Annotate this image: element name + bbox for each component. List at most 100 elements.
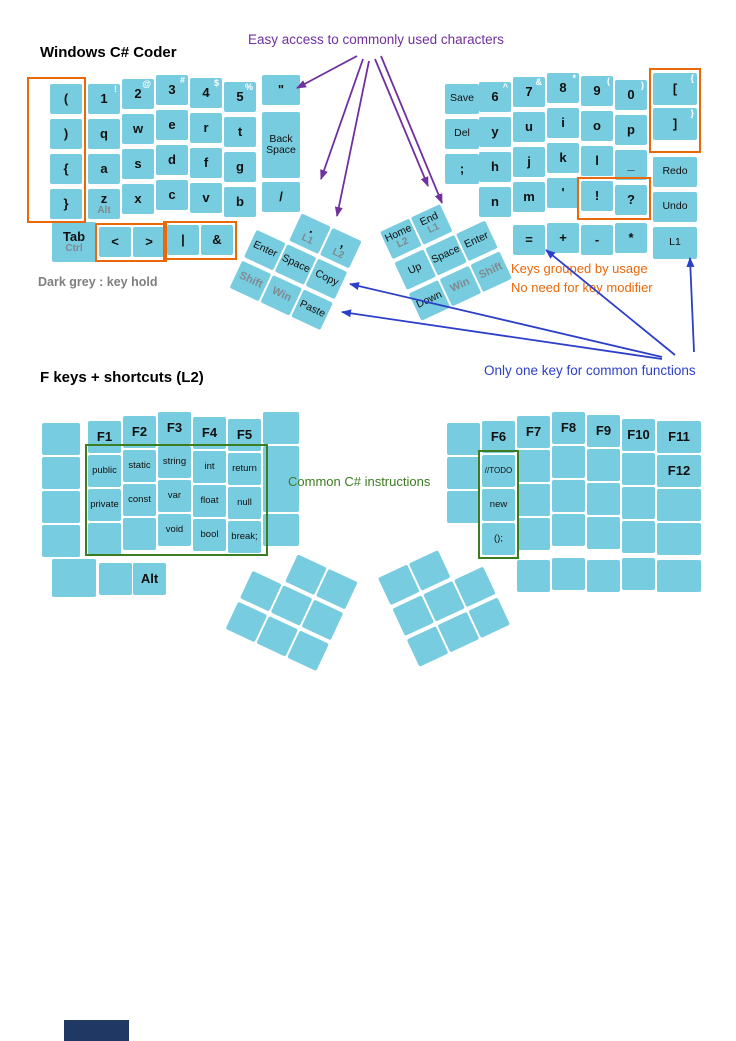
key-r: r <box>190 113 222 143</box>
key-blank <box>587 483 620 515</box>
key-f10: F10 <box>622 419 655 451</box>
key-label: F6 <box>490 429 507 445</box>
key-close-paren: ) <box>50 119 82 149</box>
key-label: 1 <box>100 91 108 107</box>
key-label: string <box>162 456 187 468</box>
key-label: y <box>491 124 499 140</box>
key-label: h <box>491 159 499 175</box>
key-shift-label: % <box>244 82 253 92</box>
key-label: Shift <box>237 269 265 291</box>
key-c: c <box>156 180 188 210</box>
key-shift-label: * <box>572 73 576 83</box>
key-const: const <box>123 484 156 516</box>
key-undo: Undo <box>653 192 697 222</box>
key-4: 4$ <box>190 78 222 108</box>
key-label: w <box>132 121 144 137</box>
key-label: r <box>203 120 209 136</box>
key-f: f <box>190 148 222 178</box>
key-label: 5 <box>236 89 244 105</box>
key-a: a <box>88 154 120 184</box>
blue-arrow <box>341 309 663 360</box>
key-1: 1! <box>88 84 120 114</box>
key-blank <box>517 560 550 592</box>
key-label: a <box>100 161 108 177</box>
key-label: ( <box>63 91 69 107</box>
key-label: null <box>237 497 252 509</box>
key-shift-label: ( <box>607 76 610 86</box>
key-label: Up <box>406 260 424 278</box>
key-label: > <box>145 234 153 250</box>
key-label: ! <box>594 188 600 204</box>
key-close-brace: } <box>50 189 82 219</box>
key-del: Del <box>445 119 479 149</box>
key-label: f <box>203 155 209 171</box>
key-bool: bool <box>193 519 226 551</box>
key-7: 7& <box>513 77 545 107</box>
key-x: x <box>122 184 154 214</box>
key-label: k <box>559 150 567 166</box>
key-label: Redo <box>662 165 688 178</box>
key-label: z <box>100 190 108 206</box>
key-void: void <box>158 514 191 546</box>
orange-highlight-box <box>649 68 701 153</box>
key-blank <box>42 457 80 489</box>
key-shift-label: # <box>179 75 185 85</box>
key-question: ? <box>615 185 647 215</box>
key-shift-label: @ <box>142 79 151 89</box>
key-label: j <box>527 154 531 170</box>
key-label: } <box>63 196 69 212</box>
key-label: F2 <box>131 424 148 440</box>
key-asterisk: * <box>615 223 647 253</box>
key-label: Space <box>429 243 462 267</box>
key-label: break; <box>231 531 258 543</box>
key-hold-label: Ctrl <box>65 242 83 254</box>
green-highlight-box <box>85 444 268 556</box>
key-pipe: | <box>167 225 199 255</box>
key-label: Tab <box>62 228 86 244</box>
key-label: static <box>128 460 151 472</box>
key-blank <box>447 457 480 489</box>
key-g: g <box>224 152 256 182</box>
key-back-space: Back Space <box>262 112 300 178</box>
key-l1: L1 <box>653 227 697 259</box>
key-slash: / <box>262 182 300 212</box>
key-private: private <box>88 489 121 521</box>
key-label: Enter <box>462 229 491 252</box>
key-blank <box>587 560 620 592</box>
key-label: { <box>63 161 69 177</box>
key-label: float <box>200 495 219 507</box>
key-label: * <box>628 230 634 246</box>
key-equals: = <box>513 225 545 255</box>
key-label: int <box>204 461 215 473</box>
key-greater-than: > <box>133 227 165 257</box>
key-blank <box>42 525 80 557</box>
key-f7: F7 <box>517 416 550 448</box>
key-label: v <box>202 190 210 206</box>
key-o: o <box>581 111 613 141</box>
key-b: b <box>224 187 256 217</box>
key-0: 0) <box>615 80 647 110</box>
key-f1: F1 <box>88 421 121 453</box>
key-redo: Redo <box>653 157 697 187</box>
key-label: [ <box>672 81 678 97</box>
purple-arrow <box>320 58 364 180</box>
key-plus: + <box>547 223 579 253</box>
key-blank <box>587 449 620 481</box>
key-label: 7 <box>525 84 533 100</box>
orange-highlight-box <box>95 223 167 262</box>
key-s: s <box>122 149 154 179</box>
key-var: var <box>158 480 191 512</box>
key-blank <box>552 446 585 478</box>
key-v: v <box>190 183 222 213</box>
key-shift-label: ^ <box>502 82 508 92</box>
key-label: return <box>232 463 257 475</box>
key-label: s <box>134 156 142 172</box>
key-blank <box>447 491 480 523</box>
key-underscore: _ <box>615 150 647 180</box>
key-shift-label: & <box>535 77 543 87</box>
key-label: 4 <box>202 85 210 101</box>
key-blank <box>517 518 550 550</box>
key-label: _ <box>627 157 635 173</box>
